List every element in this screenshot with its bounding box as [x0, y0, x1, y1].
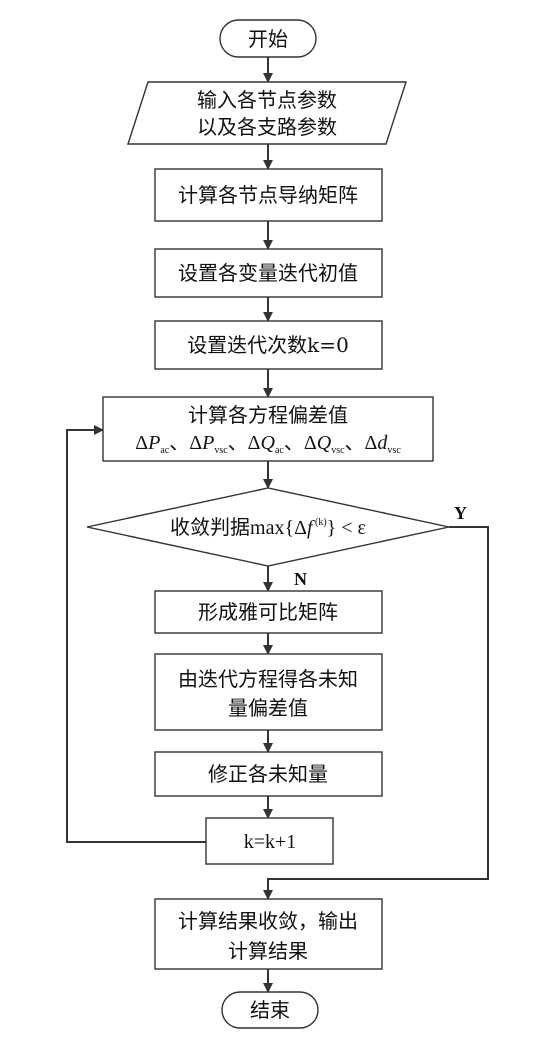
- iterzero-node: 设置迭代次数k=0: [154, 320, 383, 370]
- result-node: 计算结果收敛，输出 计算结果: [154, 898, 383, 970]
- edges: [66, 57, 489, 993]
- mismatch-term-sep: 、: [169, 432, 189, 454]
- mismatch-term-sep: 、: [228, 432, 248, 454]
- solve-label-line2: 量偏差值: [228, 696, 308, 720]
- branch-label-no: N: [294, 569, 307, 589]
- mismatch-term-delta: Δ: [135, 432, 148, 454]
- edge-decision-yes: [263, 526, 489, 900]
- mismatch-term-delta: Δ: [304, 432, 317, 454]
- input-parallelogram: [127, 81, 407, 145]
- jacobian-label: 形成雅可比矩阵: [198, 600, 338, 624]
- iterzero-box: [154, 320, 383, 370]
- jacobian-box: [154, 590, 383, 634]
- solve-node: 由迭代方程得各未知 量偏差值: [154, 653, 383, 731]
- input-node: 输入各节点参数 以及各支路参数: [127, 81, 407, 145]
- result-label-line2: 计算结果: [228, 939, 308, 963]
- mismatch-term-sep: 、: [284, 432, 304, 454]
- decision-f: f: [307, 517, 315, 539]
- decision-sup: (k): [313, 517, 327, 528]
- mismatch-term-sub: vsc: [331, 445, 345, 456]
- admittance-label: 计算各节点导纳矩阵: [178, 183, 358, 207]
- mismatch-term-var: d: [377, 432, 388, 454]
- mismatch-term-var: P: [201, 432, 214, 454]
- correct-node: 修正各未知量: [154, 751, 383, 797]
- decision-diamond: [86, 487, 450, 567]
- init-box: [154, 248, 383, 298]
- start-node: 开始: [219, 19, 317, 58]
- iterzero-label: 设置迭代次数k=0: [187, 333, 349, 357]
- mismatch-title: 计算各方程偏差值: [188, 403, 348, 427]
- mismatch-box: [102, 396, 434, 462]
- input-label-line2: 以及各支路参数: [197, 115, 337, 139]
- input-label-line1: 输入各节点参数: [197, 88, 337, 112]
- increment-node: k=k+1: [205, 817, 334, 865]
- correct-box: [154, 751, 383, 797]
- init-node: 设置各变量迭代初值: [154, 248, 383, 298]
- end-node: 结束: [221, 991, 319, 1029]
- solve-box: [154, 653, 383, 731]
- mismatch-term-var: Q: [261, 432, 276, 454]
- init-label: 设置各变量迭代初值: [178, 261, 358, 285]
- correct-label: 修正各未知量: [208, 762, 328, 786]
- mismatch-term-sep: 、: [345, 432, 365, 454]
- result-box: [154, 898, 383, 970]
- decision-max: max{Δ: [250, 517, 307, 539]
- mismatch-term-delta: Δ: [248, 432, 261, 454]
- result-label-line1: 计算结果收敛，输出: [178, 909, 358, 933]
- end-label: 结束: [250, 998, 290, 1022]
- jacobian-node: 形成雅可比矩阵: [154, 590, 383, 634]
- branch-label-yes: Y: [454, 503, 467, 523]
- admittance-node: 计算各节点导纳矩阵: [154, 168, 383, 222]
- mismatch-term-sub: ac: [275, 445, 284, 456]
- mismatch-term-var: Q: [317, 432, 332, 454]
- admittance-box: [154, 168, 383, 222]
- decision-node: 收敛判据max{Δf (k)} < ε: [86, 487, 450, 567]
- solve-label-line1: 由迭代方程得各未知: [178, 667, 358, 691]
- mismatch-term-delta: Δ: [189, 432, 202, 454]
- start-label: 开始: [248, 27, 288, 51]
- mismatch-node: 计算各方程偏差值 ΔPac、ΔPvsc、ΔQac、ΔQvsc、Δdvsc: [102, 396, 434, 462]
- end-terminal-shape: [221, 991, 319, 1029]
- increment-label: k=k+1: [244, 831, 297, 853]
- decision-suffix: } < ε: [327, 517, 366, 539]
- mismatch-term-sub: vsc: [214, 445, 228, 456]
- mismatch-term-sub: ac: [160, 445, 169, 456]
- increment-box: [205, 817, 334, 865]
- edge-increment-loopback: [66, 425, 206, 843]
- mismatch-term-sub: vsc: [387, 445, 401, 456]
- decision-prefix: 收敛判据: [170, 516, 250, 539]
- start-terminal-shape: [219, 19, 317, 58]
- mismatch-term-var: P: [147, 432, 160, 454]
- decision-label: 收敛判据max{Δf (k)} < ε: [170, 516, 366, 539]
- mismatch-term-delta: Δ: [365, 432, 378, 454]
- mismatch-terms: ΔPac、ΔPvsc、ΔQac、ΔQvsc、Δdvsc: [135, 432, 401, 456]
